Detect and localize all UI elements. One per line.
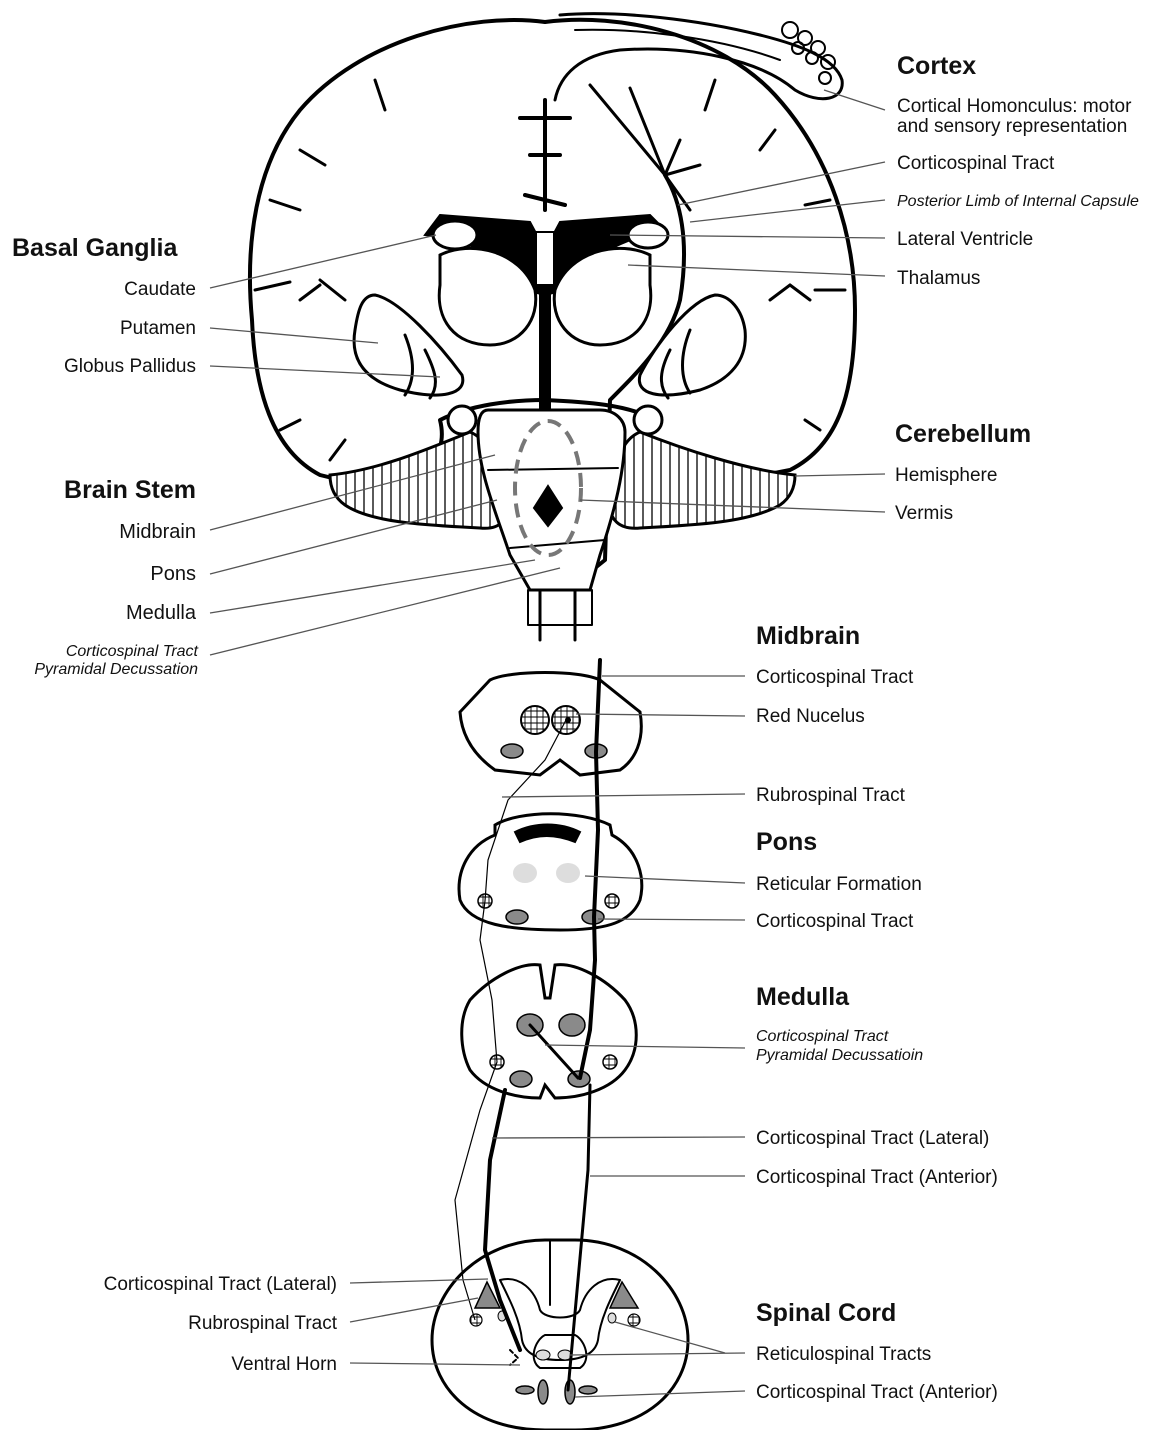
brain-stem-midbrain-label: Midbrain: [119, 521, 196, 543]
cortex-corticospinal-label: Corticospinal Tract: [897, 153, 1055, 174]
hemisphere-label: Hemisphere: [895, 465, 997, 486]
ventral-horn-label: Ventral Horn: [231, 1354, 337, 1375]
rubrospinal-label: Rubrospinal Tract: [756, 785, 906, 806]
red-nucleus-label: Red Nucelus: [756, 706, 865, 727]
right-lentiform-nucleus: [639, 295, 745, 395]
spinal-lateral-label: Corticospinal Tract (Lateral): [104, 1274, 337, 1295]
right-reticular-formation: [556, 863, 580, 883]
vermis-label: Vermis: [895, 503, 953, 524]
midbrain-section: [460, 673, 641, 776]
globus-pallidus-label: Globus Pallidus: [64, 356, 196, 377]
brain-stem-pons-label: Pons: [150, 563, 196, 585]
pons-heading: Pons: [756, 828, 817, 856]
pons-section: [459, 814, 642, 930]
spinal-anterior-label: Corticospinal Tract (Anterior): [756, 1382, 998, 1403]
medulla-decussation-label-2: Pyramidal Decussatioin: [756, 1047, 923, 1064]
thalamus-label: Thalamus: [897, 268, 980, 289]
left-caudate: [433, 221, 477, 249]
descending-anterior-label: Corticospinal Tract (Anterior): [756, 1167, 998, 1188]
spinal-cord-heading: Spinal Cord: [756, 1299, 896, 1327]
midbrain-heading: Midbrain: [756, 622, 860, 650]
medulla-section: [462, 965, 637, 1098]
homonculus-flap: [555, 14, 842, 100]
cortical-homonculus-label-1: Cortical Homonculus: motor: [897, 96, 1132, 117]
medulla-heading: Medulla: [756, 983, 850, 1011]
cortex-heading: Cortex: [897, 52, 976, 80]
lateral-ventricle-label: Lateral Ventricle: [897, 229, 1033, 250]
cortical-homonculus-label-2: and sensory representation: [897, 116, 1127, 137]
basal-ganglia-heading: Basal Ganglia: [12, 234, 178, 262]
spinal-rubrospinal-label: Rubrospinal Tract: [188, 1313, 338, 1334]
left-reticular-formation: [513, 863, 537, 883]
cerebellum-heading: Cerebellum: [895, 420, 1031, 448]
homonculus-figure: [782, 22, 835, 84]
internal-capsule-label: Posterior Limb of Internal Capsule: [897, 193, 1139, 210]
brain-stem-heading: Brain Stem: [64, 476, 196, 504]
left-red-nucleus: [521, 706, 549, 734]
brain-stem-decussation-label-2: Pyramidal Decussation: [34, 661, 198, 678]
putamen-label: Putamen: [120, 318, 196, 339]
descending-lateral-label: Corticospinal Tract (Lateral): [756, 1128, 989, 1149]
caudate-label: Caudate: [124, 279, 196, 300]
spinal-cord-section: [432, 1240, 688, 1430]
medulla-decussation-label-1: Corticospinal Tract: [756, 1028, 889, 1045]
reticular-formation-label: Reticular Formation: [756, 874, 922, 895]
brain-stem-medulla-label: Medulla: [126, 602, 197, 624]
midbrain-corticospinal-label: Corticospinal Tract: [756, 667, 914, 688]
brain-coronal-section: [250, 14, 855, 640]
pons-corticospinal-label: Corticospinal Tract: [756, 911, 914, 932]
right-cerebellar-hemisphere: [610, 432, 795, 528]
brain-stem-decussation-label-1: Corticospinal Tract: [66, 643, 199, 660]
reticulospinal-label: Reticulospinal Tracts: [756, 1344, 931, 1365]
